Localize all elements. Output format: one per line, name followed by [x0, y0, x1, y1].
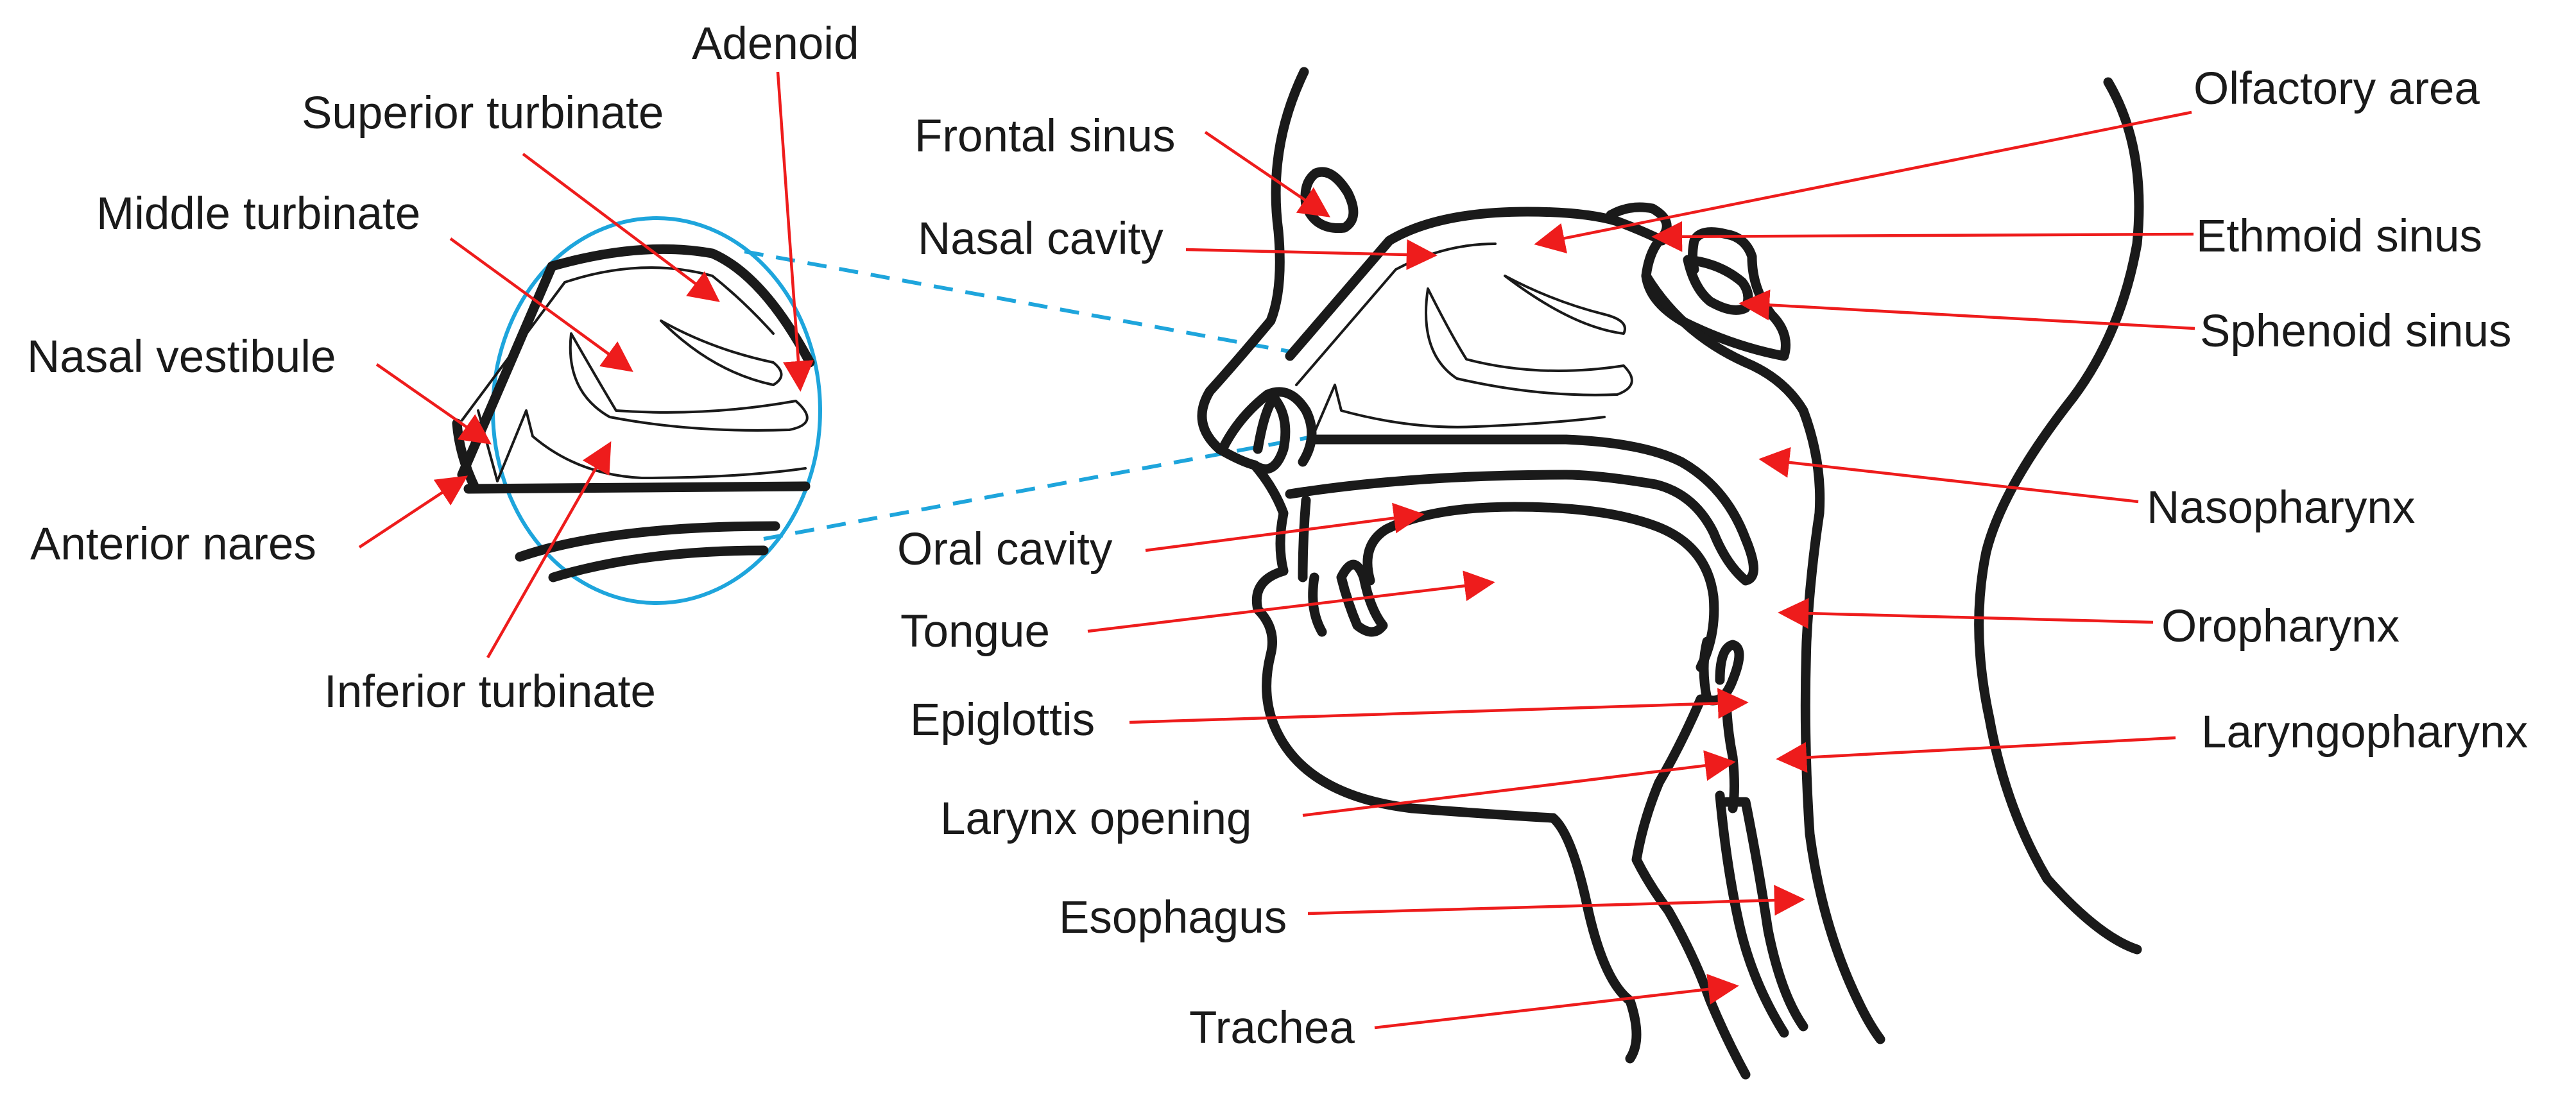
arrow-nasal-cavity: [1185, 239, 1438, 270]
label-sphenoid-sinus: Sphenoid sinus: [2200, 306, 2512, 357]
arrow-epiglottis: [1129, 688, 1749, 724]
nasal-superior-turbinate: [1504, 275, 1626, 335]
posterior-pharynx-wall: [1641, 271, 1885, 1044]
nasal-middle-turbinate: [1425, 287, 1633, 396]
upper-lip: [1249, 460, 1289, 576]
arrow-oral-cavity: [1145, 502, 1425, 552]
esophagus-back: [1715, 790, 1789, 1038]
arrow-nasopharynx: [1758, 447, 2139, 504]
inset-lower-line-2: [548, 545, 769, 583]
esophagus-front: [1721, 797, 1808, 1032]
upper-teeth: [1298, 495, 1311, 583]
arrows: [358, 71, 2195, 1030]
arrow-olfactory-area: [1534, 110, 2192, 254]
arrow-tongue: [1087, 570, 1495, 633]
arrow-anterior-nares: [358, 475, 468, 549]
inset-inferior-turbinate-shape: [477, 409, 807, 482]
labels: Adenoid Superior turbinate Middle turbin…: [27, 19, 2528, 1053]
head-profile: [1197, 67, 2144, 1080]
label-laryngopharynx: Laryngopharynx: [2201, 707, 2528, 758]
inset-middle-turbinate-shape: [569, 332, 809, 432]
label-middle-turbinate: Middle turbinate: [96, 189, 420, 239]
frontal-sinus-shape: [1300, 167, 1359, 234]
label-tongue: Tongue: [900, 606, 1050, 657]
zoom-connector-top: [744, 250, 1291, 353]
label-ethmoid-sinus: Ethmoid sinus: [2196, 211, 2482, 262]
label-frontal-sinus: Frontal sinus: [914, 111, 1175, 162]
arrow-laryngopharynx: [1776, 736, 2176, 773]
trachea-front: [1631, 694, 1751, 1080]
larynx-back: [1721, 688, 1739, 813]
epiglottis-shape: [1699, 636, 1744, 706]
inset-lower-line-1: [515, 521, 780, 562]
label-nasal-cavity: Nasal cavity: [918, 214, 1163, 264]
label-trachea: Trachea: [1189, 1003, 1355, 1053]
arrow-nasal-vestibule: [375, 363, 492, 445]
arrow-inferior-turbinate: [486, 441, 612, 659]
label-superior-turbinate: Superior turbinate: [302, 88, 664, 139]
inset-superior-turbinate-shape: [660, 319, 783, 386]
label-oral-cavity: Oral cavity: [897, 524, 1113, 575]
face-profile-upper: [1197, 67, 1309, 470]
arrow-superior-turbinate: [522, 153, 720, 302]
nose-tip: [1217, 387, 1317, 467]
label-esophagus: Esophagus: [1059, 892, 1287, 943]
tongue-shape: [1362, 502, 1719, 672]
arrow-sphenoid-sinus: [1739, 289, 2195, 330]
arrow-oropharynx: [1778, 598, 2154, 629]
label-epiglottis: Epiglottis: [910, 695, 1095, 745]
lower-teeth: [1308, 572, 1327, 637]
arrow-trachea: [1374, 974, 1739, 1030]
chin: [1251, 566, 1558, 823]
arrow-larynx-opening: [1302, 750, 1736, 817]
back-of-head: [1974, 77, 2144, 955]
label-nasopharynx: Nasopharynx: [2147, 482, 2415, 533]
nasal-cavity-roof: [1285, 207, 1667, 361]
inset-turbinate-contour-1: [461, 266, 775, 421]
label-nasal-vestibule: Nasal vestibule: [27, 332, 336, 382]
arrow-ethmoid-sinus: [1651, 221, 2194, 252]
inset-nasal-roof: [457, 244, 815, 480]
label-oropharynx: Oropharynx: [2161, 601, 2400, 652]
lower-gum: [1336, 559, 1388, 637]
label-inferior-turbinate: Inferior turbinate: [324, 667, 656, 717]
nasal-turbinate-line-1: [1295, 242, 1497, 386]
arrow-adenoid: [776, 71, 814, 392]
label-anterior-nares: Anterior nares: [30, 519, 316, 570]
neck-front: [1548, 813, 1642, 1064]
label-adenoid: Adenoid: [692, 19, 859, 69]
arrow-esophagus: [1307, 885, 1805, 916]
arrow-middle-turbinate: [449, 237, 633, 372]
label-olfactory-area: Olfactory area: [2194, 64, 2480, 114]
inset-palate: [463, 481, 811, 494]
nasal-inferior-turbinate: [1295, 384, 1606, 431]
arrow-frontal-sinus: [1204, 131, 1330, 217]
label-larynx-opening: Larynx opening: [940, 794, 1252, 844]
soft-palate: [1285, 434, 1758, 586]
nostril: [1249, 393, 1291, 474]
